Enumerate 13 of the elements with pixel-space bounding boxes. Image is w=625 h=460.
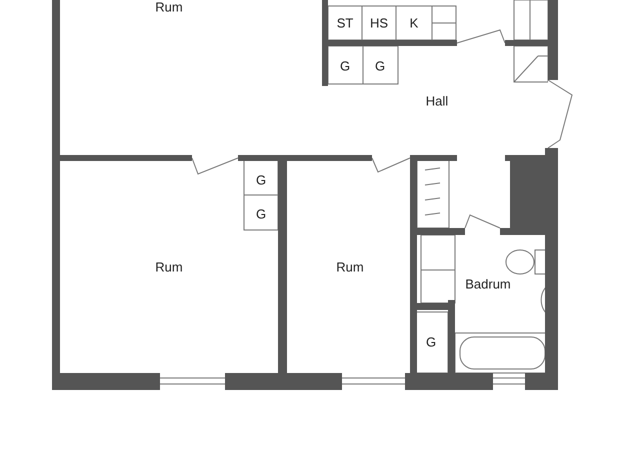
- room-name: Rum: [155, 0, 183, 14]
- cabinet-label: ST: [336, 16, 354, 30]
- cabinet-label: G: [256, 174, 266, 186]
- cabinet-label: G: [256, 208, 266, 220]
- cabinet-label: G: [426, 336, 436, 348]
- cabinet-label: K: [410, 16, 418, 30]
- room-name: Rum: [155, 260, 183, 274]
- room-name: Rum: [336, 260, 364, 274]
- cabinet-label: HS: [370, 16, 388, 30]
- cabinet-label: G: [374, 60, 386, 72]
- room-name: Hall: [426, 94, 448, 108]
- cabinet-label: G: [340, 60, 350, 72]
- room-name: Badrum: [465, 278, 511, 290]
